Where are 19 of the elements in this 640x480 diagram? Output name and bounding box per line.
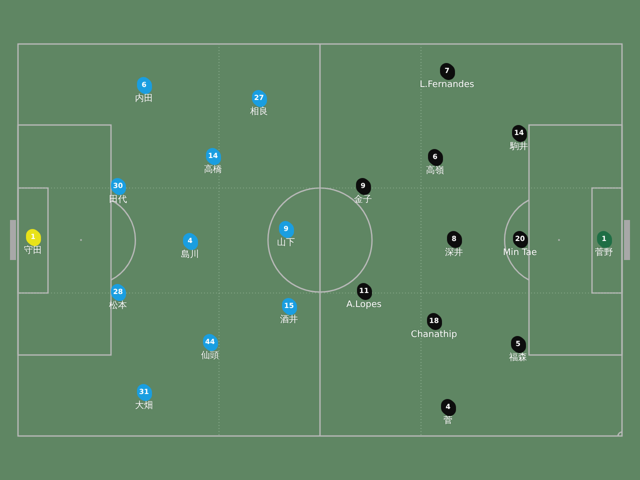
player-name: 菅野 [595,248,613,259]
player-name: 高嶺 [426,166,444,177]
player-name: Chanathip [410,330,458,341]
player-name: 守田 [24,246,42,257]
player-name: 仙頭 [201,351,219,362]
player-name: 相良 [250,107,268,118]
player-name: 島川 [181,250,199,261]
player-name: 山下 [277,238,295,249]
player-name: 福森 [509,353,527,364]
player-name: 高橋 [204,165,222,176]
player-name: 酒井 [280,315,298,326]
player-name: 菅 [444,416,452,427]
player-name: L.Fernandes [420,80,474,91]
player-name: 金子 [354,195,372,206]
player-name: 大畑 [135,401,153,412]
player-name: 駒井 [510,142,528,153]
player-name: 深井 [445,248,463,259]
player-name: 内田 [135,94,153,105]
player-name: A.Lopes [346,300,382,311]
